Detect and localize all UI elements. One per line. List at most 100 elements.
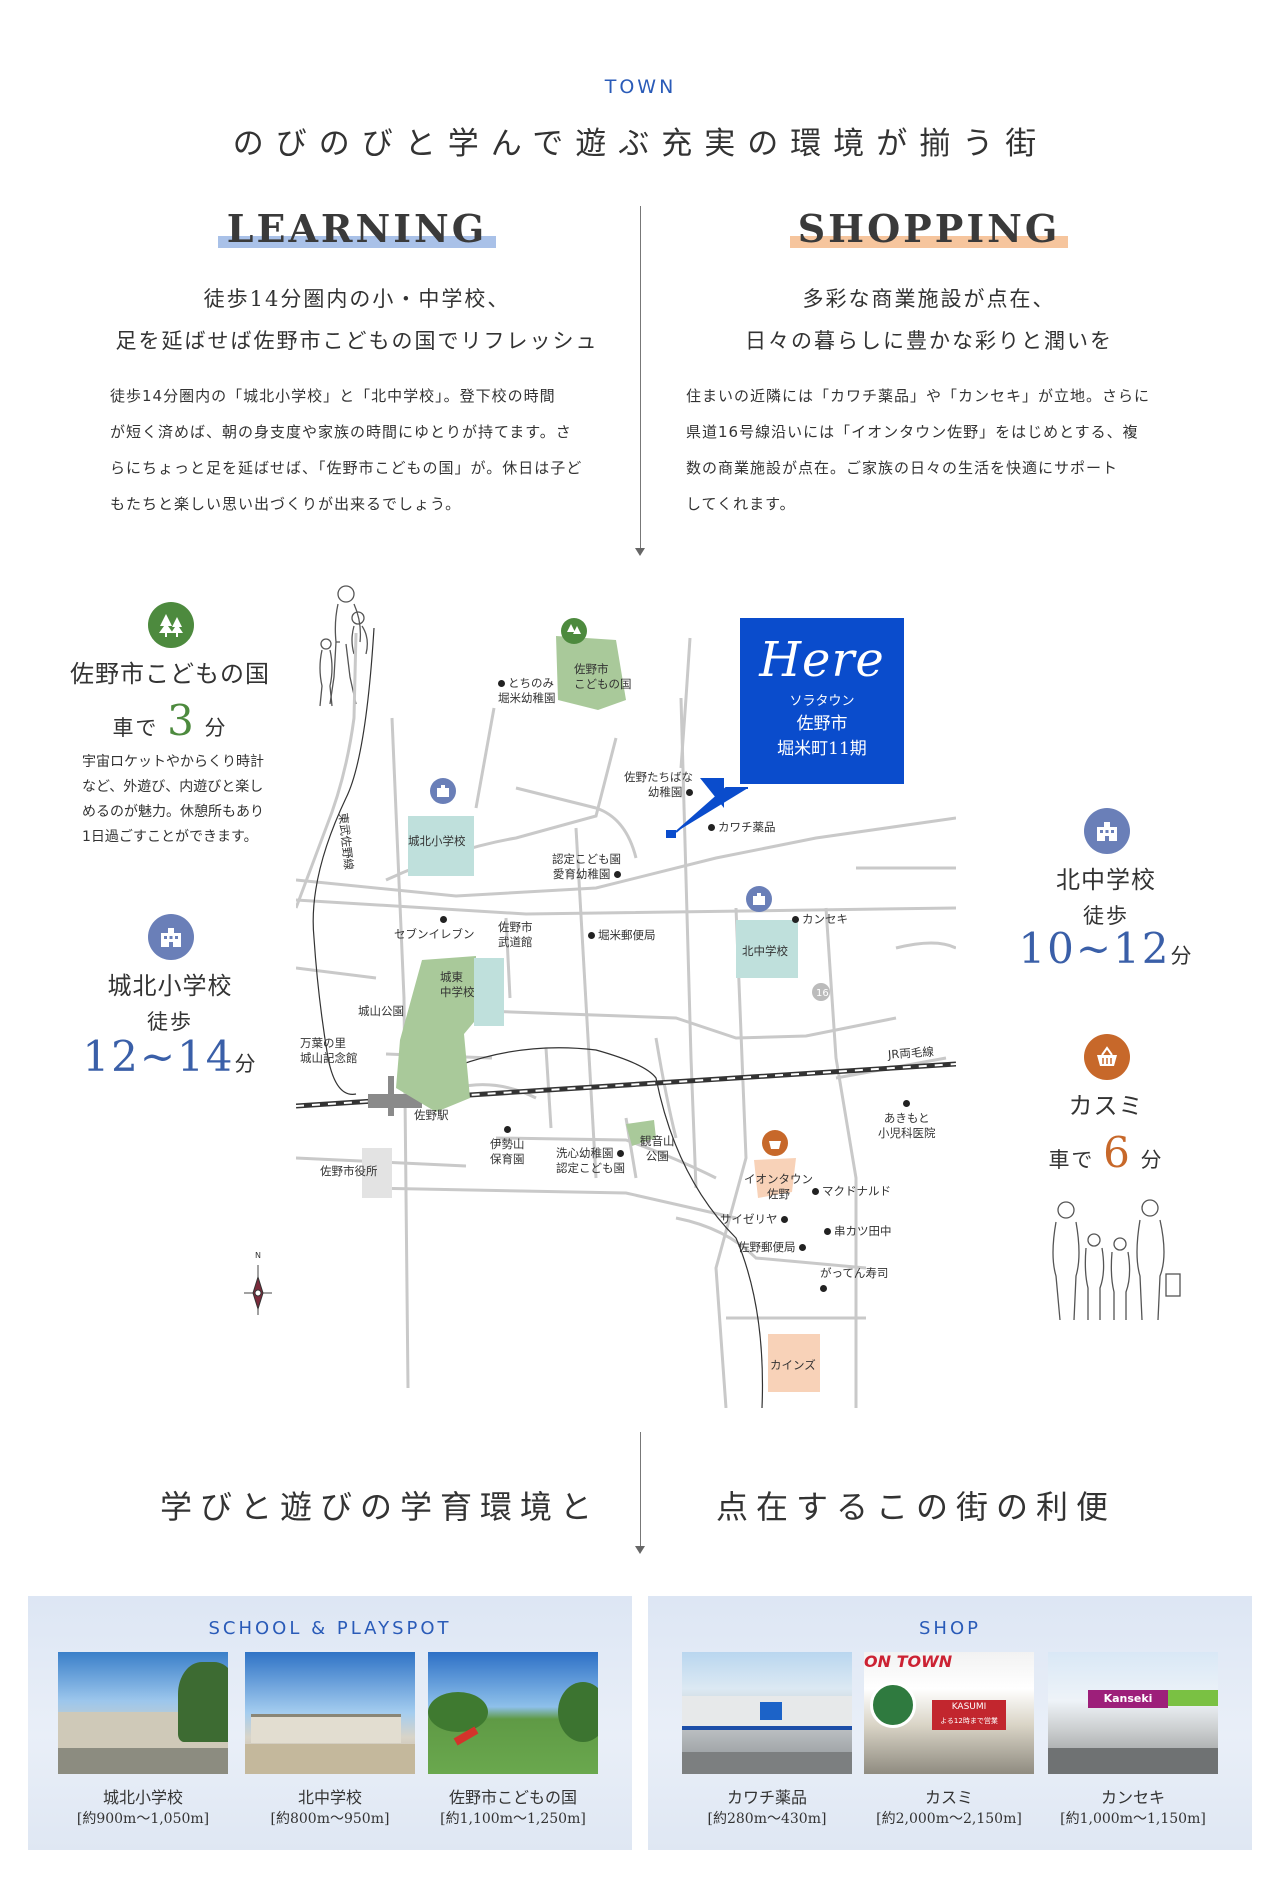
kodomo-time-unit: 分 (204, 716, 228, 740)
caption-name: カワチ薬品 (726, 1788, 807, 1807)
map-label-manyo: 万葉の里城山記念館 (300, 1036, 358, 1066)
map-text: 佐野市 (574, 662, 609, 676)
learning-lead: 徒歩14分圏内の小・中学校、 足を延ばせば佐野市こどもの国でリフレッシュ (60, 278, 654, 362)
sano-station-building (368, 1094, 422, 1108)
shop-caption-2: カンセキ [約1,000m～1,150m] (1048, 1784, 1218, 1828)
map-text: 保育園 (490, 1152, 525, 1166)
map-text: 佐野たちばな (624, 770, 693, 784)
map-text: こどもの国 (574, 677, 632, 691)
caption-name: 佐野市こどもの国 (448, 1788, 577, 1807)
map-text: 洗心幼稚園 (556, 1146, 614, 1160)
map-label-city-hall: 佐野市役所 (320, 1164, 378, 1178)
shop-panel-title: SHOP (919, 1618, 981, 1639)
kasumi-sign-text: KASUMI (951, 1702, 987, 1712)
learning-body: 徒歩14分圏内の「城北小学校」と「北中学校」。登下校の時間 が短く済めば、朝の身… (110, 378, 630, 522)
arrow-down-icon (635, 548, 645, 556)
kitachu-pre: 徒歩 (1083, 904, 1129, 928)
basket-icon (762, 1130, 788, 1156)
shiroyama-area (396, 956, 476, 1112)
map-label-johoku: 城北小学校 (408, 834, 466, 848)
learning-body-line: 徒歩14分圏内の「城北小学校」と「北中学校」。登下校の時間 (110, 387, 556, 405)
map-label-aiiku: 認定こども園愛育幼稚園 (552, 852, 621, 882)
caption-dist: [約1,000m～1,150m] (1060, 1811, 1206, 1827)
learning-body-line: が短く済めば、朝の身支度や家族の時間にゆとりが持てます。さ (110, 423, 572, 441)
map-text: サイゼリヤ (720, 1212, 778, 1226)
caption-name: 城北小学校 (102, 1788, 183, 1807)
here-marker (666, 830, 676, 838)
compass-n: N (255, 1251, 261, 1260)
route16-marker (812, 983, 830, 1001)
kitachu-name: 北中学校 (1056, 866, 1156, 894)
compass-icon: N (238, 1248, 278, 1315)
learning-underline (218, 236, 496, 248)
kodomo-desc-line: など、外遊び、内遊びと楽し (82, 779, 264, 795)
shopping-lead-line2: 日々の暮らしに豊かな彩りと潤いを (745, 329, 1113, 353)
map-label-sano-station: 佐野駅 (414, 1108, 449, 1122)
school-icon (746, 886, 772, 912)
basket-icon (1084, 1034, 1130, 1080)
learning-title: LEARNING (226, 206, 488, 251)
map-label-saizeriya: サイゼリヤ (720, 1212, 789, 1227)
shop-caption-0: カワチ薬品 [約280m～430m] (682, 1784, 852, 1828)
map-text: 佐野市 (498, 920, 533, 934)
map-text: カワチ薬品 (718, 820, 776, 834)
johoku-unit: 分 (234, 1052, 258, 1076)
page-title: のびのびと学んで遊ぶ充実の環境が揃う街 (232, 126, 1049, 162)
kasumi-time: 車で 6 分 (996, 1128, 1216, 1177)
kasumi-time-num: 6 (1103, 1128, 1132, 1177)
johoku-name: 城北小学校 (107, 972, 233, 1000)
learning-body-line: もたちと楽しい思い出づくりが出来るでしょう。 (110, 495, 462, 513)
kannon-area (626, 1120, 656, 1146)
here-line3: 堀米町11期 (777, 739, 867, 759)
caption-dist: [約1,100m～1,250m] (440, 1811, 586, 1827)
shopping-body-line: してくれます。 (686, 495, 796, 513)
map-label-gatten: がってん寿司 (820, 1266, 888, 1296)
kasumi-photo: ON TOWN KASUMI よる12時まで営業 (864, 1652, 1034, 1774)
johoku-area (408, 816, 474, 876)
shopping-underline (790, 236, 1068, 248)
map-text: 堀米幼稚園 (498, 691, 556, 705)
map-label-seven: セブンイレブン (394, 912, 475, 942)
kitachu-unit: 分 (1170, 944, 1194, 968)
kodomo-time: 車で 3 分 (60, 696, 280, 745)
kasumi-name: カスミ (1068, 1092, 1144, 1120)
map-text: 串カツ田中 (834, 1224, 892, 1238)
joto-area (474, 958, 504, 1026)
bottom-phrase-left: 学びと遊びの学育環境と (160, 1488, 601, 1526)
map-label-kitachu: 北中学校 (742, 944, 788, 958)
shopping-body-line: 住まいの近隣には「カワチ薬品」や「カンセキ」が立地。さらに (686, 387, 1151, 405)
kodomo-desc-line: 宇宙ロケットやからくり時計 (82, 754, 264, 770)
map-label-tochinomi: とちのみ堀米幼稚園 (498, 676, 556, 706)
bottom-phrase-right: 点在するこの街の利便 (716, 1488, 1117, 1526)
caption-dist: [約2,000m～2,150m] (876, 1811, 1022, 1827)
kodomo-photo (428, 1652, 598, 1774)
tree-icon (561, 618, 587, 644)
caption-dist: [約280m～430m] (707, 1811, 827, 1827)
map-text: 佐野 (767, 1187, 790, 1201)
here-line2: 佐野市 (796, 714, 848, 734)
map-text: 武道館 (498, 935, 533, 949)
map-text: 愛育幼稚園 (552, 867, 611, 881)
map-label-kodomo: 佐野市こどもの国 (574, 662, 632, 692)
map-text: セブンイレブン (394, 927, 475, 941)
kodomo-time-pre: 車で (112, 716, 159, 740)
map-label-sano-post: 佐野郵便局 (738, 1240, 807, 1255)
caption-dist: [約900m～1,050m] (76, 1811, 210, 1827)
map-text: 観音山 (640, 1134, 675, 1148)
map-label-tachibana: 佐野たちばな幼稚園 (624, 770, 693, 800)
map-text: 認定こども園 (552, 852, 621, 866)
school-caption-0: 城北小学校 [約900m～1,050m] (58, 1784, 228, 1828)
shopping-body: 住まいの近隣には「カワチ薬品」や「カンセキ」が立地。さらに 県道16号線沿いには… (686, 378, 1206, 522)
shopping-lead-line1: 多彩な商業施設が点在、 (802, 287, 1056, 311)
map-label-mcd: マクドナルド (812, 1184, 891, 1199)
caption-dist: [約800m～950m] (270, 1811, 390, 1827)
aeon-sign-text: ON TOWN (864, 1652, 953, 1671)
map-text: 伊勢山 (490, 1137, 525, 1151)
map-text: カンセキ (802, 912, 848, 926)
tobu-line (312, 627, 375, 1095)
map-label-budokan: 佐野市武道館 (498, 920, 533, 950)
johoku-time: 12~14分 (60, 1032, 280, 1081)
map-text: イオンタウン (744, 1172, 813, 1186)
kodomo-name: 佐野市こどもの国 (70, 660, 270, 688)
kasumi-time-unit: 分 (1140, 1148, 1164, 1172)
